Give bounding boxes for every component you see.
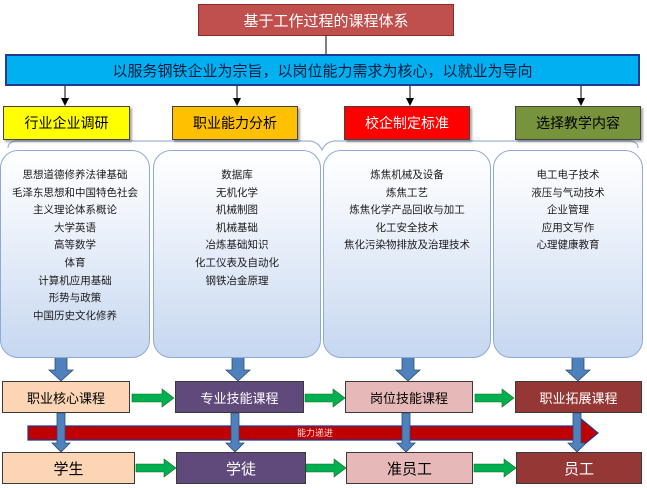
panel-course-item: 数据库 <box>221 169 253 181</box>
category-box-2: 职业能力分析 <box>172 106 298 140</box>
panel-course-item: 形势与政策 <box>48 292 102 305</box>
panel-course-item: 冶炼基础知识 <box>205 239 269 252</box>
course-down-arrow-3 <box>396 412 416 453</box>
panel-course-item: 钢铁冶金原理 <box>205 274 269 287</box>
course-type-box-3: 岗位技能课程 <box>345 381 473 413</box>
panel-course-item: 机械基础 <box>216 221 258 234</box>
stage-next-arrow-3 <box>473 458 517 478</box>
panel-course-item: 炼焦工艺 <box>386 186 428 199</box>
stage-box-3: 准员工 <box>346 452 473 484</box>
panel-course-item: 体育 <box>64 256 86 269</box>
stage-next-arrow-2 <box>305 458 347 478</box>
panel-course-item: 化工安全技术 <box>375 221 439 234</box>
category-box-1: 行业企业调研 <box>3 106 130 140</box>
panel-down-arrow-3 <box>394 355 422 382</box>
course-panel-2: 数据库无机化学机械制图机械基础冶炼基础知识化工仪表及自动化钢铁冶金原理 <box>153 150 321 358</box>
course-next-arrow-3 <box>474 388 515 408</box>
panel-down-arrow-4 <box>564 355 592 382</box>
panel-down-arrow-1 <box>47 355 75 382</box>
progression-band-label: 能力递进 <box>296 428 333 439</box>
panel-course-item: 化工仪表及自动化 <box>195 256 279 269</box>
stage-box-4: 员工 <box>516 452 642 484</box>
course-down-arrow-1 <box>51 412 71 453</box>
course-type-box-1: 职业核心课程 <box>2 381 130 413</box>
panel-course-item: 无机化学 <box>216 186 258 199</box>
mission-banner: 以服务钢铁企业为宗旨，以岗位能力需求为核心，以就业为导向 <box>5 54 640 86</box>
panel-course-item: 机械制图 <box>216 204 258 217</box>
panel-course-item: 主义理论体系概论 <box>33 204 117 217</box>
category-box-3: 校企制定标准 <box>344 106 470 140</box>
stage-box-1: 学生 <box>2 452 135 484</box>
categories-brace <box>7 140 639 152</box>
panel-course-item: 思想道德修养法律基础 <box>22 169 128 181</box>
panel-course-item: 炼焦化学产品回收与加工 <box>349 204 465 217</box>
course-next-arrow-2 <box>304 388 346 408</box>
panel-course-item: 大学英语 <box>54 221 96 234</box>
panel-course-item: 应用文写作 <box>541 221 595 234</box>
panel-course-item: 心理健康教育 <box>536 239 600 252</box>
panel-course-item: 炼焦机械及设备 <box>370 169 444 181</box>
panel-course-item: 焦化污染物排放及治理技术 <box>344 239 470 252</box>
course-next-arrow-1 <box>131 388 175 408</box>
panel-course-item: 电工电子技术 <box>536 169 600 181</box>
course-down-arrow-4 <box>567 412 587 453</box>
panel-course-item: 企业管理 <box>547 204 589 217</box>
panel-course-item: 高等数学 <box>54 239 96 252</box>
course-panel-3: 炼焦机械及设备炼焦工艺炼焦化学产品回收与加工化工安全技术焦化污染物排放及治理技术 <box>323 150 491 358</box>
panel-course-item: 中国历史文化修养 <box>33 309 117 322</box>
panel-course-item: 计算机应用基础 <box>38 274 112 287</box>
course-panel-1: 思想道德修养法律基础毛泽东思想和中国特色社会主义理论体系概论大学英语高等数学体育… <box>0 150 150 358</box>
panel-course-item: 液压与气动技术 <box>531 186 605 199</box>
course-down-arrow-2 <box>225 412 245 453</box>
diagram-title: 基于工作过程的课程体系 <box>198 4 454 36</box>
panel-down-arrow-2 <box>224 355 252 382</box>
panel-course-item: 毛泽东思想和中国特色社会 <box>12 186 138 199</box>
stage-next-arrow-1 <box>135 458 177 478</box>
category-box-4: 选择教学内容 <box>515 106 641 140</box>
course-type-box-2: 专业技能课程 <box>175 381 304 413</box>
stage-box-2: 学徒 <box>176 452 306 484</box>
course-panel-4: 电工电子技术液压与气动技术企业管理应用文写作心理健康教育 <box>493 150 643 358</box>
course-type-box-4: 职业拓展课程 <box>515 381 642 413</box>
